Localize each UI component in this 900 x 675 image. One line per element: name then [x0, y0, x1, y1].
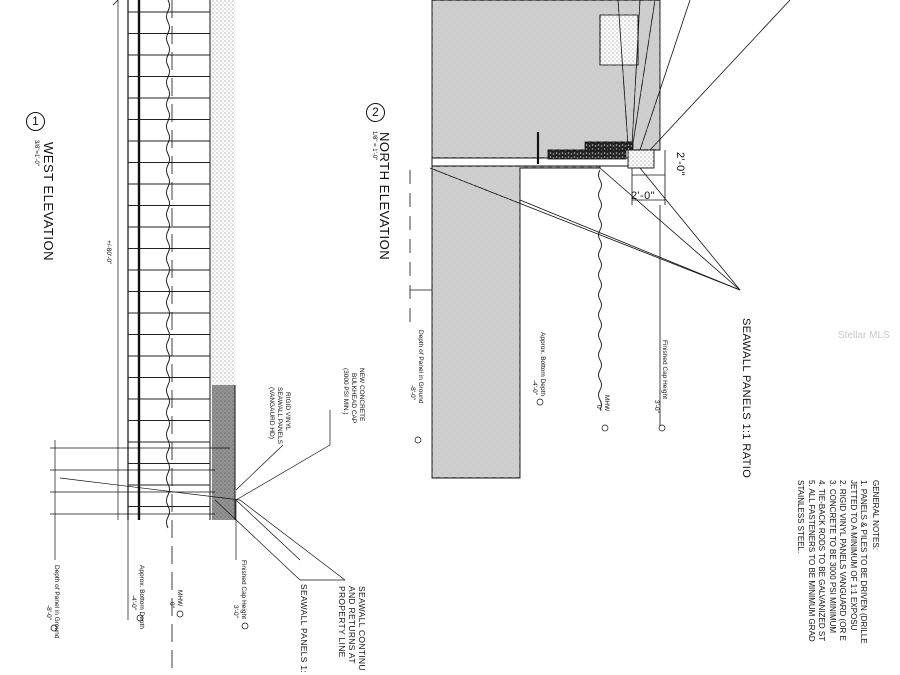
- seawall-continues-label-1: SEAWALL CONTINU: [357, 586, 367, 671]
- general-notes-heading: GENERAL NOTES:: [871, 480, 880, 550]
- north-seawall-ratio-label: SEAWALL PANELS 1:1 RATIO: [740, 318, 752, 479]
- bulkhead-cap-label-2: BULKHEAD CAP: [350, 373, 357, 424]
- north-view-title: NORTH ELEVATION: [377, 132, 392, 261]
- general-note-line: 1. PANELS & PILES TO BE DRIVEN (DRILLE: [859, 480, 868, 644]
- west-depth-panel-value: -8'-0": [45, 605, 52, 621]
- seawall-continues-label-2: AND RETURNS AT: [347, 586, 357, 664]
- general-note-line: 5. ALL FASTENERS TO BE MINIMUM GRAD: [806, 480, 816, 642]
- north-mhw-label: MHW: [603, 395, 610, 412]
- watermark: Stellar MLS: [838, 330, 890, 341]
- north-cap-height-value: 3'-0": [653, 400, 660, 413]
- bulkhead-cap-label-3: (3000 PSI MIN.): [342, 368, 349, 415]
- north-mhw-value: 0": [595, 405, 602, 411]
- west-length-dimension: +/-80'-0": [105, 240, 112, 265]
- general-note-line: STAINLESS STEEL.: [796, 480, 805, 554]
- north-elevation-graphic: [50, 0, 791, 632]
- north-bottom-depth-value: -4'-0": [531, 380, 538, 396]
- west-mhw-label: MHW: [176, 590, 183, 607]
- west-cap-height-label: Finished Cap Height: [240, 560, 247, 619]
- north-dim-horizontal: 2'-0": [631, 190, 655, 202]
- north-bottom-depth-label: Approx. Bottom Depth: [539, 332, 546, 396]
- north-cap-height-label: Finished Cap Height: [661, 340, 668, 399]
- general-note-line: 4. TIE-BACK RODS TO BE GALVANIZED ST: [817, 480, 826, 642]
- west-cap-height-value: 3'-0": [232, 605, 239, 618]
- north-depth-panel-label: Depth of Panel in Ground: [417, 330, 424, 404]
- west-view-scale: 3/8"=1'-0": [33, 140, 39, 166]
- north-view-number: 2: [366, 103, 385, 122]
- vinyl-panels-label-2: SEAWALL PANELS: [276, 387, 283, 444]
- bulkhead-cap-label-1: NEW CONCRETE: [358, 368, 365, 422]
- west-seawall-ratio-label: SEAWALL PANELS 1:: [299, 584, 309, 674]
- west-view-number: 1: [26, 112, 45, 131]
- west-mhw-value: 0": [168, 602, 175, 608]
- north-view-scale: 1/8" = 1'-0": [371, 131, 377, 161]
- general-note-line: 2. RIGID VINYL PANELS VANGUARD (OR E: [838, 480, 847, 641]
- west-bottom-depth-value: -4'-0": [130, 595, 137, 611]
- west-bottom-depth-label: Approx. Bottom Depth: [138, 565, 145, 629]
- general-note-line: JETTED TO A MINIMUM OF 1:1 EXPOSU: [848, 480, 858, 631]
- west-view-title: WEST ELEVATION: [41, 142, 56, 261]
- vinyl-panels-label-3: (VANGAURD HD): [268, 387, 275, 439]
- general-note-line: 3. CONCRETE TO BE 3000 PSI MINIMUM: [827, 480, 837, 634]
- north-dim-vertical: 2'-0": [674, 152, 686, 176]
- west-depth-panel-label: Depth of Panel in Ground: [53, 565, 60, 639]
- seawall-continues-label-3: PROPERTY LINE: [337, 586, 347, 658]
- vinyl-panels-label-1: RIGID VINYL: [284, 392, 291, 431]
- west-elevation-graphic: [50, 0, 346, 675]
- north-depth-panel-value: -8'-0": [409, 385, 416, 401]
